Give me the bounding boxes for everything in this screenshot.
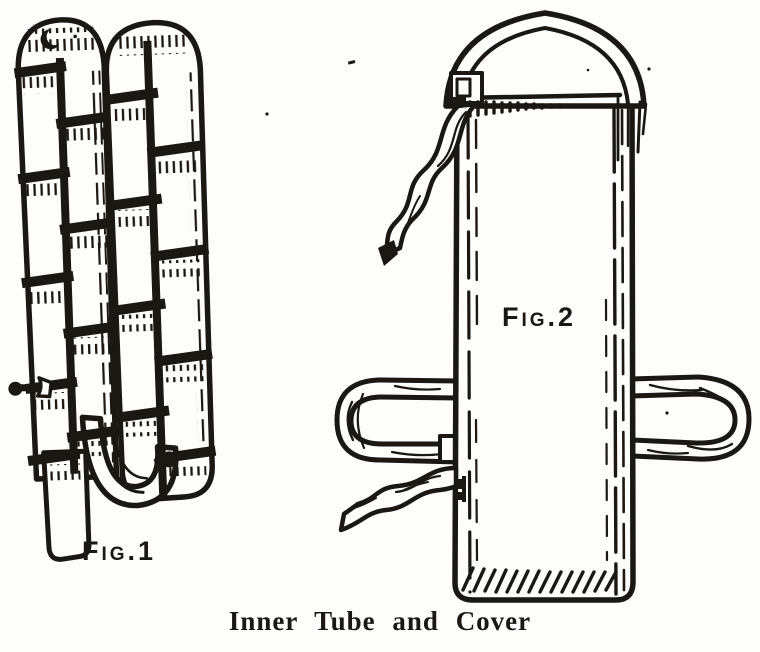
cover-body bbox=[452, 97, 636, 603]
tie-strap-upper bbox=[378, 101, 479, 266]
figure-1-label: Fig.1 bbox=[82, 536, 157, 566]
scan-specks bbox=[265, 60, 651, 116]
shoulder-seam bbox=[455, 92, 623, 101]
valve-knob bbox=[153, 451, 183, 468]
strap-loop-left bbox=[334, 377, 461, 465]
cell-shading bbox=[20, 75, 208, 481]
strap-loop-right bbox=[629, 374, 752, 462]
edge-shading bbox=[90, 70, 115, 463]
crescent-mark bbox=[40, 29, 60, 50]
body-edge-shading bbox=[466, 96, 630, 596]
corner-tab bbox=[449, 71, 484, 105]
speck bbox=[73, 34, 77, 39]
cap-shading-right bbox=[114, 29, 190, 57]
cap-shading-left bbox=[23, 26, 97, 56]
tie-strap-lower bbox=[338, 465, 459, 533]
valve-stem bbox=[8, 376, 53, 399]
caption: Inner Tube and Cover bbox=[228, 606, 532, 636]
cover-dome bbox=[443, 10, 648, 154]
figure-2-label: Fig.2 bbox=[502, 302, 577, 332]
bottom-hatching bbox=[461, 566, 618, 594]
buckle bbox=[455, 476, 466, 502]
figure-2-drawing bbox=[334, 10, 752, 603]
figure-1-drawing bbox=[8, 17, 217, 562]
strap-vertical bbox=[55, 57, 79, 474]
speck bbox=[665, 411, 669, 415]
